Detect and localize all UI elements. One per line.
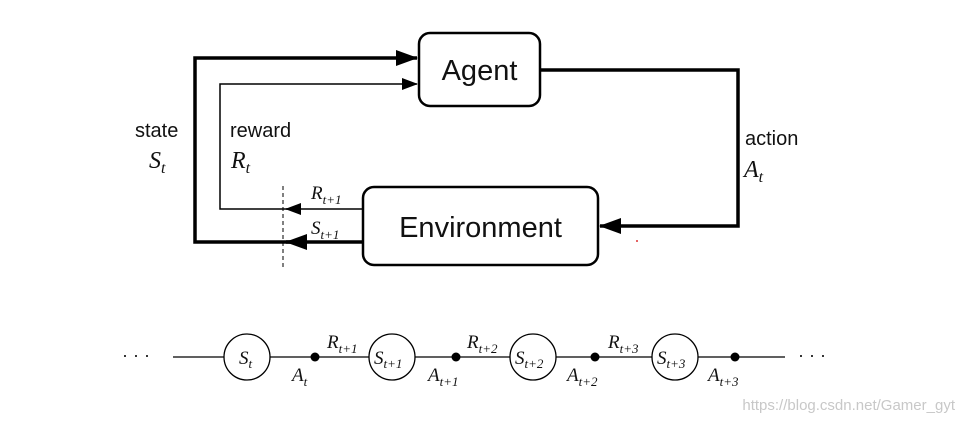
action-symbol: At: [742, 157, 764, 186]
state-symbol: St: [149, 148, 166, 177]
action-node-label: At+2: [565, 365, 598, 389]
state-node: [651, 333, 699, 381]
reward-label: reward: [230, 120, 291, 142]
reward-node-label: Rt+2: [466, 332, 498, 356]
state-node-label: St+1: [374, 348, 402, 371]
action-node-label: At: [290, 365, 308, 389]
action-node-label: At+3: [706, 365, 739, 389]
action-arrow: [540, 68, 740, 234]
agent-label: Agent: [442, 55, 518, 87]
state-node-label: St+2: [515, 348, 544, 371]
state-node: [223, 333, 271, 381]
state-node-label: St+3: [657, 348, 686, 371]
reward-node-label: Rt+3: [607, 332, 639, 356]
state-node: [509, 333, 557, 381]
action-dot: [590, 352, 600, 362]
environment-box: [361, 185, 600, 267]
state-node: [368, 333, 416, 381]
next-reward-symbol: Rt+1: [310, 183, 342, 207]
action-dot: [310, 352, 320, 362]
reward-symbol: Rt: [230, 148, 251, 177]
reward-node-label: Rt+1: [326, 332, 358, 356]
state-node-label: St: [239, 348, 253, 371]
ellipsis-left: · · ·: [122, 345, 150, 365]
environment-label: Environment: [399, 212, 562, 244]
action-node-label: At+1: [426, 365, 459, 389]
action-dot: [451, 352, 461, 362]
watermark: https://blog.csdn.net/Gamer_gyt: [742, 397, 955, 414]
action-dot: [730, 352, 740, 362]
stray-mark: [636, 240, 638, 242]
trajectory: · · · · · · St St+1 St+2 St+3 At At+1: [122, 332, 826, 389]
next-state-symbol: St+1: [311, 218, 339, 242]
state-arrow: [193, 50, 418, 244]
ellipsis-right: · · ·: [798, 345, 826, 365]
action-label: action: [745, 128, 798, 150]
state-label: state: [135, 120, 178, 142]
